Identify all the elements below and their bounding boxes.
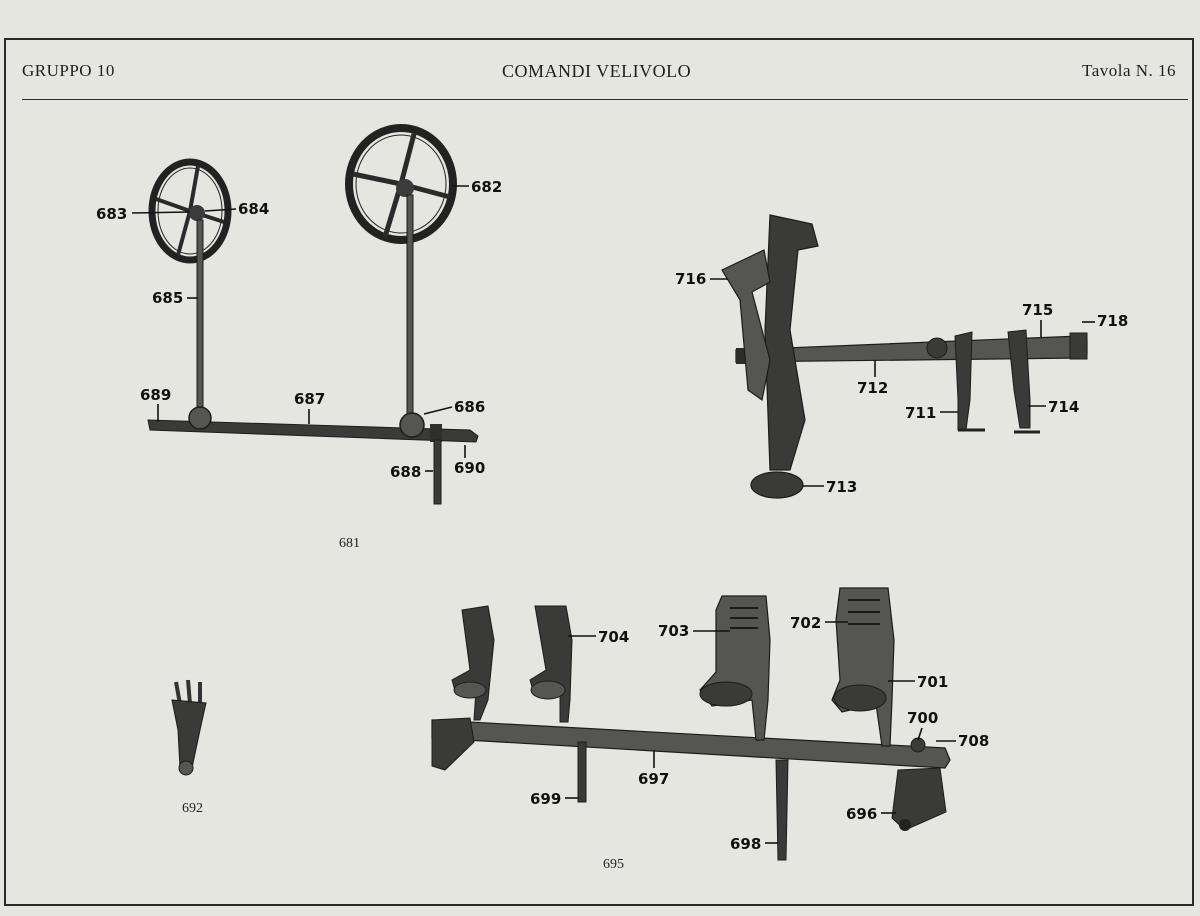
callout-713: 713 [826,478,857,496]
callout-688: 688 [390,463,421,481]
left-control-wheel [148,158,232,264]
control-wheel-assembly-681 [147,124,479,505]
callout-718: 718 [1097,312,1128,330]
plate-number: Tavola N. 16 [1082,61,1177,80]
callouts-695: 704 703 702 701 700 708 697 699 696 698 … [530,614,989,872]
callout-704: 704 [598,628,629,646]
callout-689: 689 [140,386,171,404]
callout-685: 685 [152,289,183,307]
callout-715: 715 [1022,301,1053,319]
callout-684: 684 [238,200,269,218]
callout-699: 699 [530,790,561,808]
pedal-shaft-assembly [721,214,1088,499]
caption-692: 692 [182,801,203,816]
callout-702: 702 [790,614,821,632]
callout-687: 687 [294,390,325,408]
callout-712: 712 [857,379,888,397]
page-title: COMANDI VELIVOLO [502,61,692,81]
callout-700: 700 [907,709,938,727]
callouts-pedal-assembly: 716 715 718 712 711 714 713 [675,270,1128,496]
fork-part-692: 692 [171,679,207,816]
callout-682: 682 [471,178,502,196]
cradle-front-left [699,595,771,741]
foot-pedal-rail-assembly-695 [431,587,951,861]
callout-690: 690 [454,459,485,477]
callout-714: 714 [1048,398,1079,416]
caption-695: 695 [603,857,624,872]
cradle-rear-left [451,605,495,721]
callout-697: 697 [638,770,669,788]
callout-683: 683 [96,205,127,223]
cradle-front-right [831,587,895,747]
page-frame [4,38,1194,906]
callout-696: 696 [846,805,877,823]
callout-703: 703 [658,622,689,640]
callout-686: 686 [454,398,485,416]
right-control-wheel [345,124,457,244]
callout-708: 708 [958,732,989,750]
callout-698: 698 [730,835,761,853]
header-rule [22,99,1188,100]
callout-701: 701 [917,673,948,691]
group-label: GRUPPO 10 [22,61,115,80]
callout-716: 716 [675,270,706,288]
callouts-681: 683 684 682 685 689 687 686 688 690 681 [96,178,502,551]
callout-711: 711 [905,404,936,422]
cradle-rear-right [529,605,573,723]
caption-681: 681 [339,536,360,551]
